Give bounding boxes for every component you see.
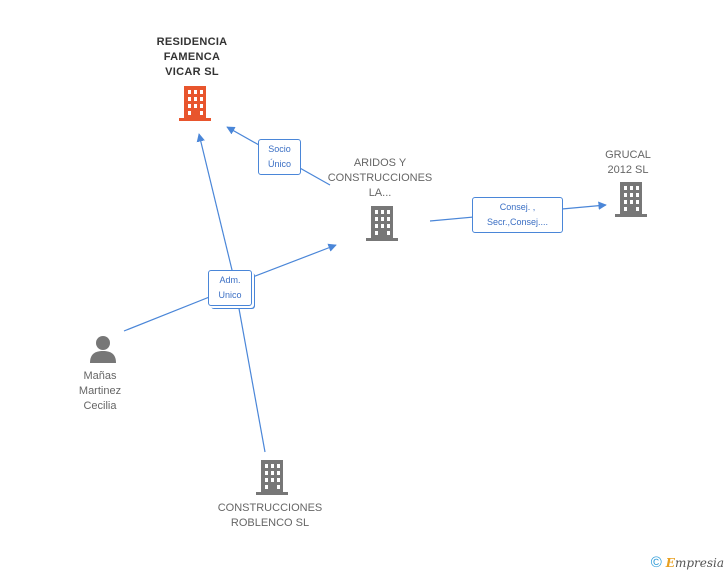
node-manas-label: Mañas Martinez Cecilia bbox=[78, 370, 122, 412]
edge-manas-to-residencia bbox=[196, 133, 233, 271]
empresia-watermark: ©Empresia bbox=[651, 554, 724, 571]
brand-logo: Empresia bbox=[665, 556, 724, 570]
building-icon[interactable] bbox=[256, 460, 288, 496]
node-aridos-label: ARIDOS Y CONSTRUCCIONES LA... bbox=[327, 157, 433, 199]
node-roblenco-label: CONSTRUCCIONES ROBLENCO SL bbox=[217, 502, 323, 529]
edge-label-adm-unico[interactable]: Adm. Unico bbox=[208, 270, 252, 306]
building-icon[interactable] bbox=[615, 182, 647, 218]
edge-label-consej[interactable]: Consej. , Secr.,Consej.... bbox=[472, 197, 563, 233]
person-icon[interactable] bbox=[88, 334, 118, 364]
building-icon[interactable] bbox=[179, 86, 211, 122]
node-residencia-label: RESIDENCIA FAMENCA VICAR SL bbox=[156, 36, 228, 78]
node-grucal-label: GRUCAL 2012 SL bbox=[605, 149, 651, 176]
copyright-icon: © bbox=[650, 554, 662, 571]
building-icon[interactable] bbox=[366, 206, 398, 242]
edge-label-socio-unico[interactable]: Socio Único bbox=[258, 139, 301, 175]
